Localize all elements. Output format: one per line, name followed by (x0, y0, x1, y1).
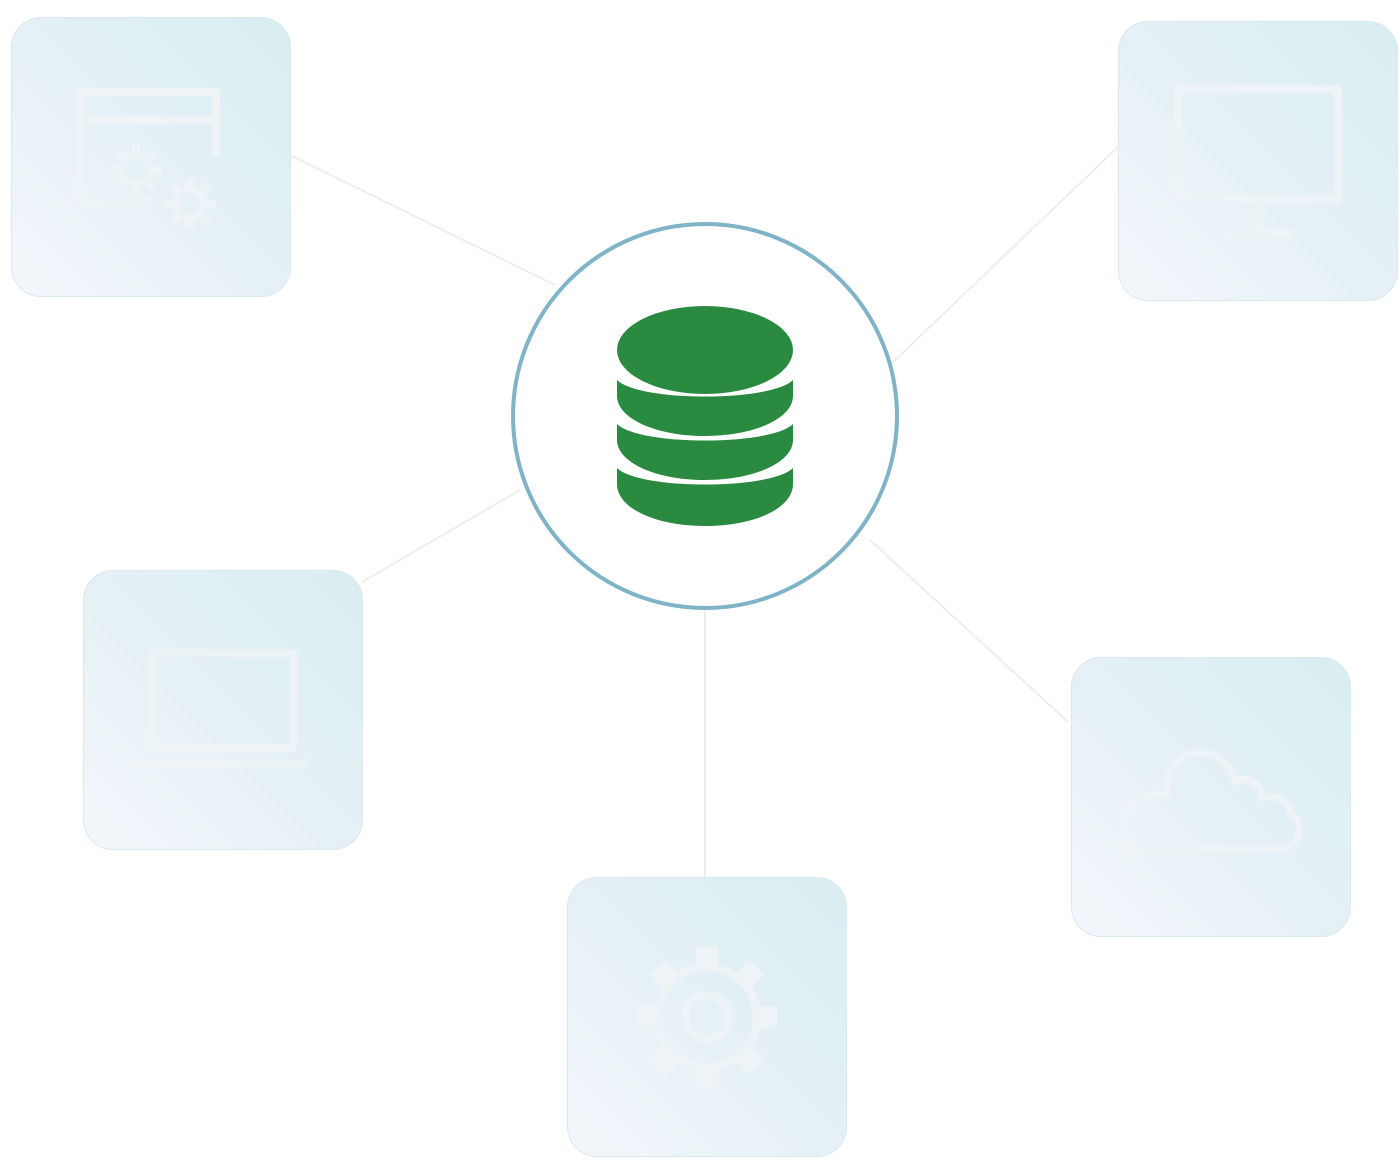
node-laptop (83, 570, 363, 850)
node-cloud (1071, 657, 1351, 937)
monitor-icon (1174, 85, 1342, 237)
connector-monitor (889, 144, 1121, 366)
cloud-icon (1120, 748, 1303, 853)
app-settings-icon (76, 88, 220, 230)
database-hub (511, 222, 899, 610)
connector-cloud (869, 539, 1069, 723)
node-monitor (1118, 21, 1398, 301)
node-settings (567, 877, 847, 1157)
connector-laptop (361, 489, 521, 583)
connector-app (289, 154, 556, 286)
database-icon (617, 306, 793, 526)
laptop-icon (138, 649, 308, 767)
gear-icon (637, 947, 777, 1087)
node-app-settings (11, 17, 291, 297)
